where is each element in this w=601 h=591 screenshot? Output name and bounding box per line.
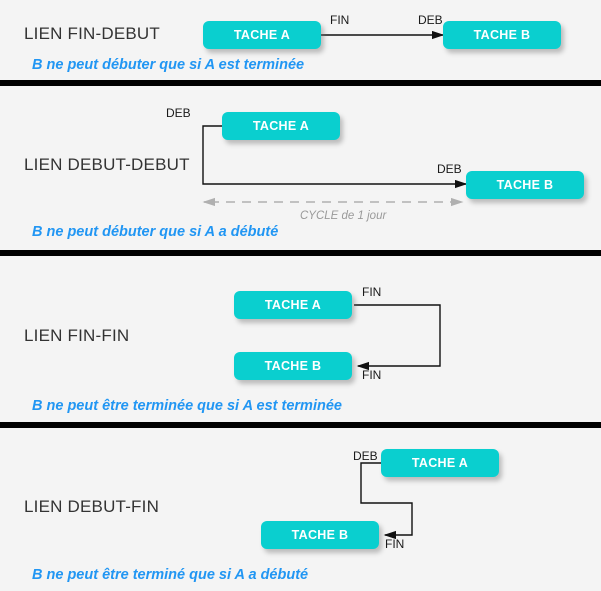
task-box-b-label: TACHE B [496, 178, 554, 192]
task-box-a-label: TACHE A [264, 298, 322, 312]
connector-label-fin-debut-to: DEB [418, 13, 443, 27]
task-box-b-label: TACHE B [473, 28, 531, 42]
task-box-a-fin-debut[interactable]: TACHE A [203, 21, 321, 49]
cycle-duration-label: CYCLE de 1 jour [300, 210, 387, 222]
section-title-fin-debut: LIEN FIN-DEBUT [24, 24, 160, 43]
section-caption-fin-debut: B ne peut débuter que si A est terminée [32, 57, 305, 73]
task-box-a-label: TACHE A [252, 119, 310, 133]
task-box-a-debut-fin[interactable]: TACHE A [381, 449, 499, 477]
task-box-b-fin-debut[interactable]: TACHE B [443, 21, 561, 49]
section-caption-debut-fin: B ne peut être terminé que si A a débuté [32, 567, 309, 583]
section-divider-2 [0, 250, 601, 256]
task-box-b-debut-debut[interactable]: TACHE B [466, 171, 584, 199]
connector-label-debut-debut-from: DEB [166, 106, 191, 120]
section-title-fin-fin: LIEN FIN-FIN [24, 326, 130, 345]
section-title-debut-fin: LIEN DEBUT-FIN [24, 497, 160, 516]
task-box-b-debut-fin[interactable]: TACHE B [261, 521, 379, 549]
task-box-a-debut-debut[interactable]: TACHE A [222, 112, 340, 140]
connector-label-debut-fin-from: DEB [353, 449, 378, 463]
section-divider-1 [0, 80, 601, 86]
connector-label-fin-fin-from: FIN [362, 285, 382, 299]
task-box-b-fin-fin[interactable]: TACHE B [234, 352, 352, 380]
connector-label-debut-fin-to: FIN [385, 537, 405, 551]
connector-label-debut-debut-to: DEB [437, 162, 462, 176]
task-box-a-label: TACHE A [411, 456, 469, 470]
task-box-b-label: TACHE B [291, 528, 349, 542]
section-title-debut-debut: LIEN DEBUT-DEBUT [24, 155, 190, 174]
connector-label-fin-debut-from: FIN [330, 13, 350, 27]
section-caption-debut-debut: B ne peut débuter que si A a débuté [32, 224, 279, 240]
task-box-b-label: TACHE B [264, 359, 322, 373]
section-divider-3 [0, 422, 601, 428]
task-box-a-fin-fin[interactable]: TACHE A [234, 291, 352, 319]
wire-fin-fin [354, 304, 441, 371]
section-caption-fin-fin: B ne peut être terminée que si A est ter… [32, 398, 342, 414]
task-box-a-label: TACHE A [233, 28, 291, 42]
connector-label-fin-fin-to: FIN [362, 368, 382, 382]
